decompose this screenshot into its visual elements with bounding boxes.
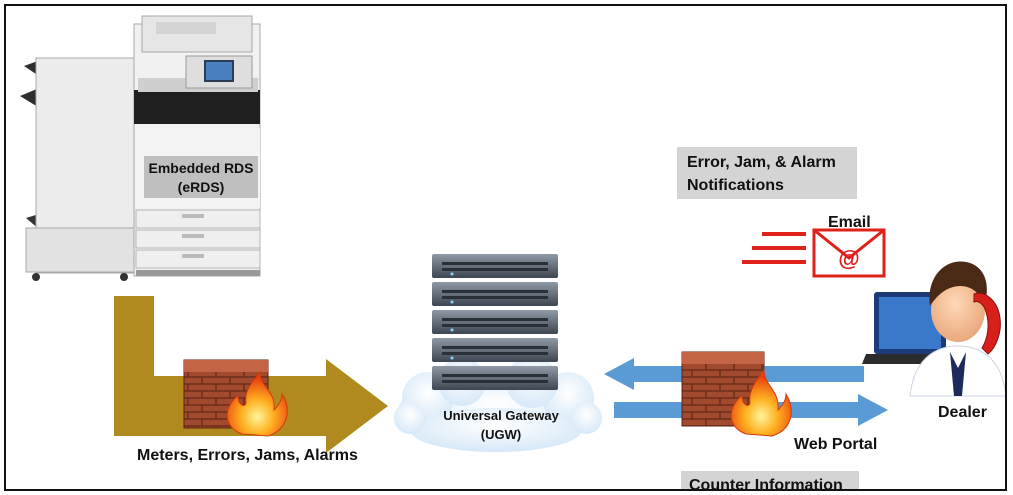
counter-information-label: Counter Information (681, 471, 859, 489)
firewall-icon (681, 351, 792, 437)
web-portal-label: Web Portal (794, 436, 878, 453)
printer-icon (20, 15, 261, 281)
tls-label: TLS (95, 356, 114, 389)
svg-text:@: @ (838, 246, 859, 271)
email-icon: @ (742, 228, 886, 278)
embedded-rds-label: Embedded RDS (eRDS) (144, 156, 258, 198)
universal-gateway-label-line1: Universal Gateway (443, 408, 559, 423)
server-rack-icon (432, 254, 558, 390)
dealer-person-icon (909, 261, 1005, 397)
cloud-icon (394, 356, 602, 452)
notifications-label: Error, Jam, & Alarm Notifications (677, 147, 857, 199)
notifications-label-line2: Notifications (687, 177, 784, 194)
tls-flow-arrow (114, 296, 388, 453)
email-label: Email (828, 214, 871, 231)
phone-icon (973, 292, 1001, 355)
embedded-rds-label-line2: (eRDS) (177, 179, 225, 195)
laptop-icon (862, 292, 958, 364)
dealer-label: Dealer (938, 404, 987, 421)
notifications-label-line1: Error, Jam, & Alarm (687, 154, 836, 171)
diagram-frame: @ Embedded RDS (eRDS) TLS Meters, Errors… (4, 4, 1007, 491)
meters-errors-jams-alarms-label: Meters, Errors, Jams, Alarms (137, 447, 358, 464)
universal-gateway-label: Universal Gateway (UGW) (436, 406, 566, 444)
firewall-icon (183, 359, 288, 437)
embedded-rds-label-line1: Embedded RDS (148, 160, 254, 176)
universal-gateway-label-line2: (UGW) (480, 427, 522, 442)
